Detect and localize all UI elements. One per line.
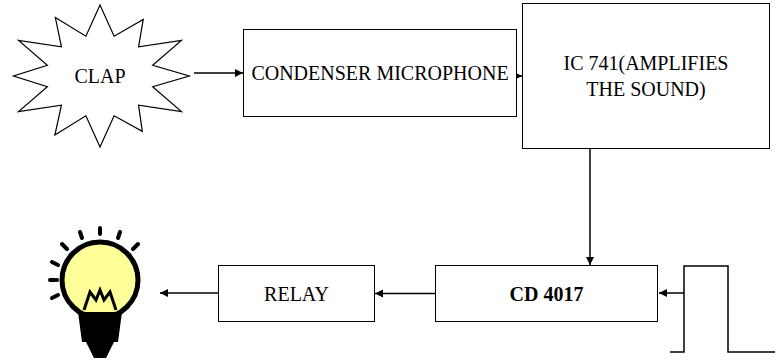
process-box: CONDENSER MICROPHONE <box>243 29 517 117</box>
bulb-arrow <box>160 292 218 294</box>
flow-arrow <box>194 72 243 74</box>
box-label: RELAY <box>264 281 329 307</box>
box-label: CLAP <box>74 63 125 89</box>
process-box: RELAY <box>218 265 375 322</box>
flow-arrow <box>589 149 591 265</box>
box-label: CD 4017 <box>510 281 584 307</box>
box-label: CONDENSER MICROPHONE <box>251 60 508 86</box>
light-bulb <box>50 228 138 358</box>
clock-pulse <box>670 266 775 352</box>
flow-arrow <box>375 293 435 295</box>
process-box: IC 741(AMPLIFIES THE SOUND) <box>522 3 770 149</box>
box-label: IC 741(AMPLIFIES THE SOUND) <box>560 50 732 102</box>
process-box: CD 4017 <box>435 265 658 322</box>
clap-burst: CLAP <box>6 5 194 147</box>
pulse-arrow <box>659 292 684 294</box>
